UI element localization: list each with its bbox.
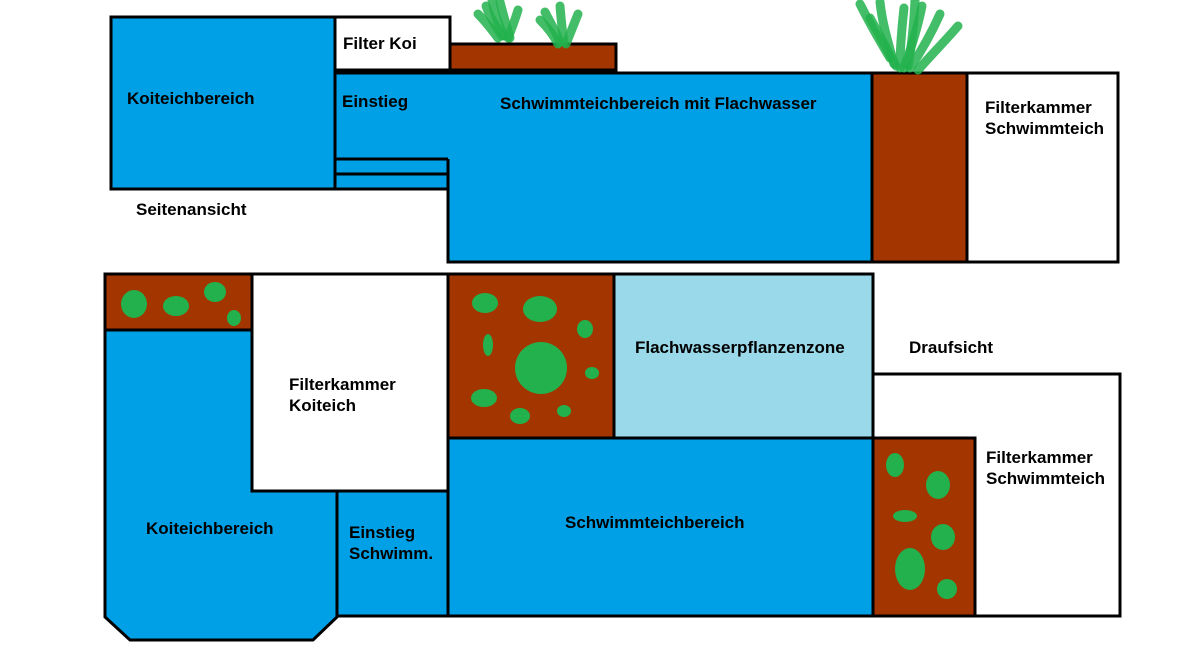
top-filter-swim-box: [871, 372, 1122, 618]
side-filter-koi-label: Filter Koi: [343, 34, 417, 53]
top-filter-swim-label: Filterkammer Schwimmteich: [986, 448, 1106, 488]
top-swim-area: [446, 436, 875, 618]
side-swim-area-label: Schwimmteichbereich mit Flachwasser: [500, 94, 817, 113]
side-planter: [448, 42, 618, 72]
side-view-label: Seitenansicht: [136, 200, 247, 219]
side-koi-pond: [109, 15, 337, 191]
top-koi-area-label: Koiteichbereich: [146, 519, 274, 538]
side-filter-koi-box: [333, 15, 452, 72]
plant-dots: [121, 282, 957, 599]
grass-tuft-1: [473, 0, 523, 43]
grass-tuft-2: [535, 1, 583, 49]
top-entry-swim: [335, 489, 450, 618]
grass-tuft-3: [855, 0, 963, 75]
top-view: [103, 272, 1122, 642]
top-filter-koi-label: Filterkammer Koiteich: [289, 375, 396, 415]
top-swim-area-label: Schwimmteichbereich: [565, 513, 745, 532]
side-filter-swim-box: [965, 71, 1120, 264]
side-entry-label: Einstieg: [342, 92, 409, 111]
top-filter-koi-box: [250, 272, 450, 493]
side-view: [109, 0, 1120, 264]
side-plant-wall: [870, 71, 969, 264]
side-koi-area-label: Koiteichbereich: [127, 89, 255, 108]
side-filter-swim-label: Filterkammer Schwimmteich: [985, 98, 1105, 138]
top-view-label: Draufsicht: [909, 338, 994, 357]
top-shallow-zone-label: Flachwasserpflanzenzone: [635, 338, 845, 357]
top-entry-label: Einstieg Schwimm.: [349, 523, 434, 563]
